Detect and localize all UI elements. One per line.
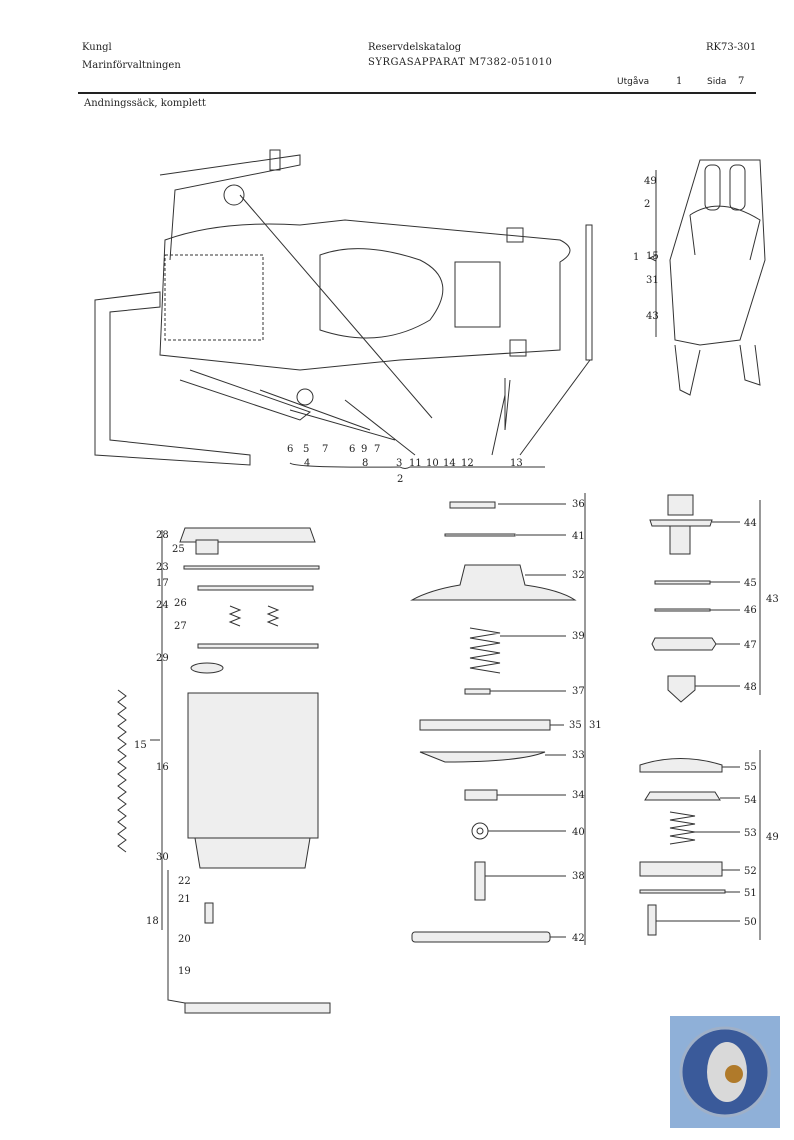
page-value: 7 <box>738 76 745 87</box>
callout: 48 <box>744 682 757 693</box>
callout: 6 <box>349 444 355 455</box>
callout: 38 <box>572 871 585 882</box>
callout: 18 <box>146 916 159 927</box>
therebreathersite-logo <box>670 1016 780 1128</box>
callout: 43 <box>766 594 779 605</box>
callout: 29 <box>156 653 169 664</box>
callout: 51 <box>744 888 757 899</box>
breathing-bag-drawing <box>94 149 593 469</box>
callout: 28 <box>156 530 169 541</box>
callout: 46 <box>744 605 757 616</box>
callout: 12 <box>461 458 474 469</box>
page-label: Sida <box>707 77 727 87</box>
apparatus-overview-inset <box>648 159 766 396</box>
callout: 47 <box>744 640 757 651</box>
callout: 45 <box>744 578 757 589</box>
callout: 7 <box>374 444 380 455</box>
header-rule <box>78 92 756 94</box>
callout: 43 <box>646 311 659 322</box>
catalog-title: Reservdelskatalog <box>368 42 462 53</box>
callout: 32 <box>572 570 585 581</box>
callout: 34 <box>572 790 585 801</box>
callout: 7 <box>322 444 328 455</box>
callout: 13 <box>510 458 523 469</box>
callout: 31 <box>646 275 659 286</box>
callout: 24 <box>156 600 169 611</box>
middle-assembly-drawing <box>410 493 586 945</box>
callout: 50 <box>744 917 757 928</box>
callout: 30 <box>156 852 169 863</box>
callout: 19 <box>178 966 191 977</box>
callout: 27 <box>174 621 187 632</box>
callout: 25 <box>172 544 185 555</box>
edition-value: 1 <box>676 76 683 87</box>
callout: 3 <box>396 458 402 469</box>
callout: 11 <box>409 458 422 469</box>
callout: 14 <box>443 458 456 469</box>
catalog-subtitle: SYRGASAPPARAT M7382-051010 <box>368 57 553 68</box>
callout: 49 <box>766 832 779 843</box>
callout: 41 <box>572 531 585 542</box>
callout: 54 <box>744 795 757 806</box>
callout: 8 <box>362 458 368 469</box>
callout: 26 <box>174 598 187 609</box>
callout: 37 <box>572 686 585 697</box>
callout: 21 <box>178 894 191 905</box>
callout: 10 <box>426 458 439 469</box>
left-assembly-drawing <box>117 527 331 1014</box>
callout: 17 <box>156 578 169 589</box>
callout: 5 <box>303 444 309 455</box>
callout: 22 <box>178 876 191 887</box>
callout: 49 <box>644 176 657 187</box>
org-line2: Marinförvaltningen <box>82 60 181 71</box>
callout: 33 <box>572 750 585 761</box>
callout: 31 <box>589 720 602 731</box>
callout: 36 <box>572 499 585 510</box>
callout: 1 <box>633 252 639 263</box>
edition-label: Utgåva <box>617 77 650 87</box>
callout: 6 <box>287 444 293 455</box>
doc-number: RK73-301 <box>706 42 757 53</box>
callout: 53 <box>744 828 757 839</box>
callout: 2 <box>397 474 403 485</box>
callout: 20 <box>178 934 191 945</box>
callout: 44 <box>744 518 757 529</box>
callout: 40 <box>572 827 585 838</box>
callout: 23 <box>156 562 169 573</box>
right-assembly-drawing <box>639 494 761 940</box>
callout: 42 <box>572 933 585 944</box>
callout: 16 <box>156 762 169 773</box>
callout: 35 <box>569 720 582 731</box>
diver-helmet-icon <box>679 1026 771 1118</box>
callout: 39 <box>572 631 585 642</box>
callout: 55 <box>744 762 757 773</box>
callout: 15 <box>646 251 659 262</box>
callout: 2 <box>644 199 650 210</box>
callout: 9 <box>361 444 367 455</box>
callout: 15 <box>134 740 147 751</box>
org-line1: Kungl <box>82 42 112 53</box>
callout: 52 <box>744 866 757 877</box>
section-title: Andningssäck, komplett <box>84 98 206 109</box>
callout: 4 <box>304 458 310 469</box>
